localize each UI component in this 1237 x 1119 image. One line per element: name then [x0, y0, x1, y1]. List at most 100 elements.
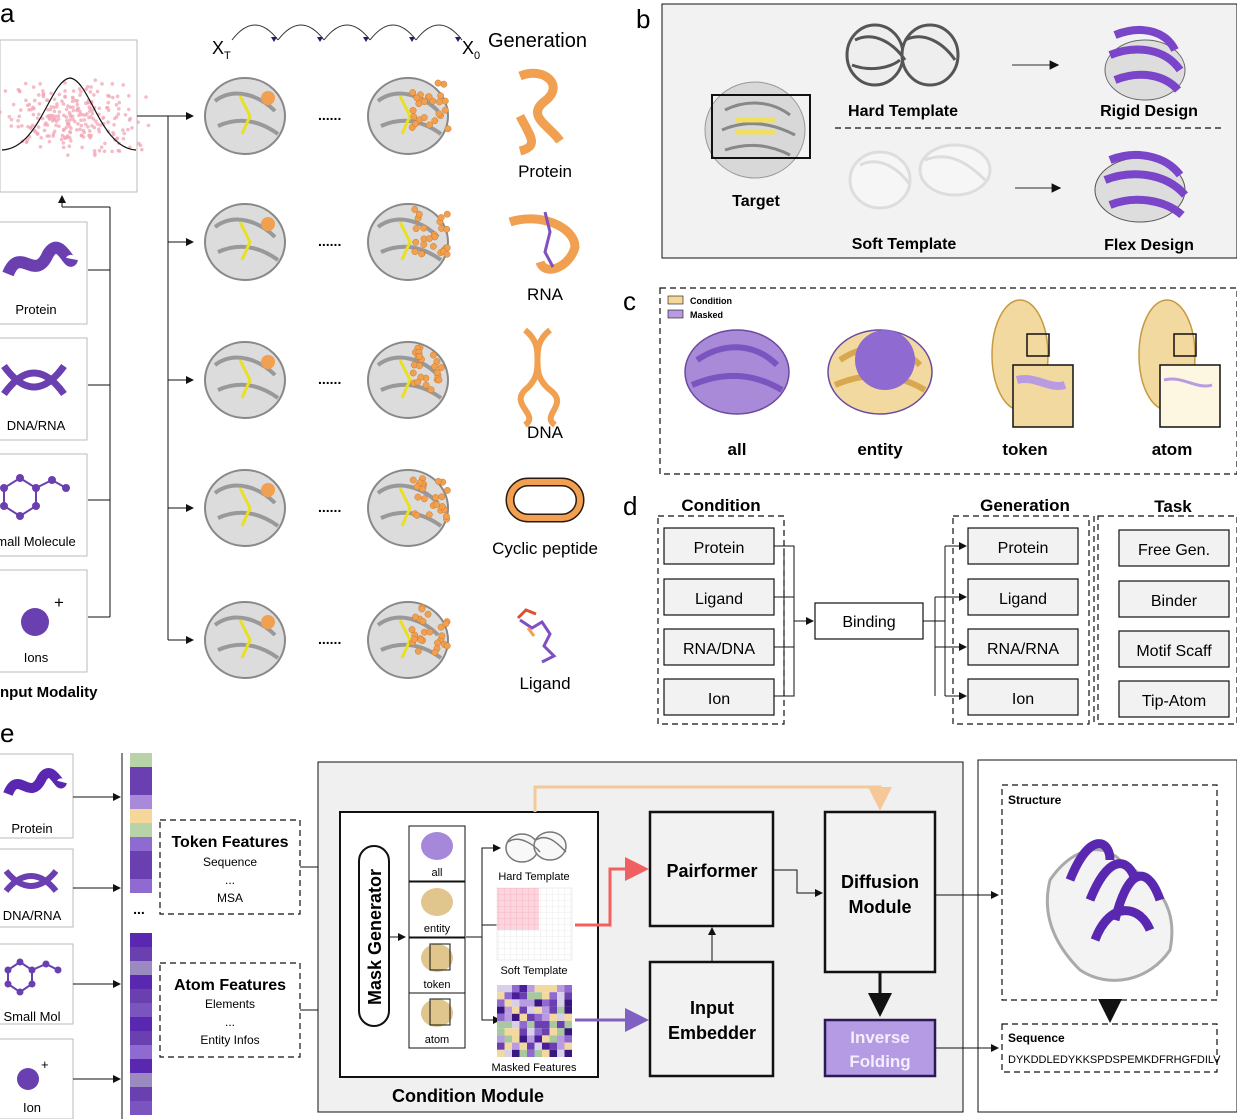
trajectory-end-structure — [367, 601, 451, 679]
generation-title: Generation — [488, 30, 587, 52]
task-group — [1097, 515, 1237, 725]
inverse-folding-label-2: Folding — [849, 1052, 910, 1071]
atom-features-title: Atom Features — [174, 977, 286, 994]
mask-example-atom: atom — [1138, 299, 1221, 459]
generation-output-label: Protein — [518, 162, 572, 181]
atom-feature-0: Elements — [205, 997, 255, 1011]
legend-condition-swatch — [667, 295, 684, 305]
trajectory-dots: ...... — [318, 499, 341, 515]
condition-title: Condition — [681, 496, 760, 515]
xt-label: XT — [212, 38, 231, 62]
soft-template-structure — [848, 143, 992, 210]
modality-label: Ions — [24, 650, 49, 665]
sequence-text: DYKDDLEDYKKSPDSPEMKDFRHGFDILV — [1008, 1054, 1221, 1066]
modality-box-3: +Ions — [0, 569, 88, 673]
mask-label: atom — [1152, 440, 1193, 459]
generation-box — [967, 628, 1079, 666]
trajectory-start-structure — [204, 469, 286, 547]
mask-example-all: all — [684, 329, 790, 459]
hard-template-route — [533, 785, 892, 812]
trajectory-dots: ...... — [318, 371, 341, 387]
diffusion-label-2: Module — [849, 897, 912, 917]
ion-plus: + — [41, 1057, 49, 1072]
trajectory-start-structure — [204, 341, 286, 419]
trajectory-end-structure — [367, 203, 451, 281]
target-label: Target — [732, 193, 780, 210]
mask-generator-pill — [358, 845, 390, 1027]
trajectory-end-structure — [367, 77, 452, 155]
token-feature-0: Sequence — [203, 855, 257, 869]
legend-condition-label: Condition — [690, 296, 732, 306]
soft-template-highlight — [497, 888, 539, 930]
masked-features-grid — [497, 985, 572, 1057]
token-features-title: Token Features — [171, 834, 288, 851]
soft-template-label: Soft Template — [852, 236, 957, 253]
diffusion-module-box — [823, 810, 937, 974]
inverse-folding-label-1: Inverse — [850, 1028, 910, 1047]
token-bar-ellipsis: ... — [133, 901, 145, 917]
masked-features-label: Masked Features — [492, 1062, 577, 1074]
modality-label: mall Molecule — [0, 534, 76, 549]
condition-box-label: Protein — [694, 540, 745, 557]
modality-box-2: mall Molecule — [0, 453, 88, 557]
generation-group — [952, 515, 1090, 725]
mask-option-label: all — [431, 867, 442, 879]
mask-label: token — [1002, 440, 1047, 459]
atom-feature-2: Entity Infos — [200, 1033, 259, 1047]
binding-box — [814, 602, 924, 640]
token-features-box — [159, 819, 301, 915]
mask-option-entity: entity — [408, 881, 466, 938]
mask-example-token: token — [991, 299, 1074, 459]
generation-box-label: Ligand — [999, 591, 1047, 608]
mask-option-token: token — [408, 937, 466, 994]
atom-features-box — [159, 962, 301, 1058]
task-box-label: Tip-Atom — [1142, 693, 1206, 710]
generation-box-label: Ion — [1012, 691, 1034, 708]
condition-box — [663, 678, 775, 716]
panel-d-connectors — [774, 542, 967, 700]
mask-example-entity: entity — [827, 329, 933, 459]
e-modality-box-1: DNA/RNA — [0, 848, 121, 928]
e-modality-box-0: Protein — [0, 753, 121, 839]
mask-label: entity — [857, 440, 903, 459]
gaussian-curve — [1, 77, 137, 151]
binding-label: Binding — [842, 614, 895, 631]
diffusion-arcs — [231, 24, 463, 41]
pairformer-box — [648, 810, 775, 928]
condition-box-label: Ligand — [695, 591, 743, 608]
e-modality-label: DNA/RNA — [3, 908, 62, 923]
trajectory-end-structure — [367, 469, 451, 547]
panel-d-letter: d — [623, 491, 637, 521]
pairformer-label: Pairformer — [666, 861, 757, 881]
generation-output-label: RNA — [527, 285, 564, 304]
task-box-label: Binder — [1151, 593, 1198, 610]
legend-masked-swatch — [667, 309, 684, 319]
trajectory-dots: ...... — [318, 233, 341, 249]
soft-template-mini-label: Soft Template — [500, 965, 567, 977]
trajectory-start-structure — [204, 203, 286, 281]
flex-design-label: Flex Design — [1104, 237, 1194, 254]
condition-box-label: Ion — [708, 691, 730, 708]
generation-box-label: Protein — [998, 540, 1049, 557]
modality-box-0: Protein — [0, 221, 88, 325]
condition-module-label: Condition Module — [392, 1086, 544, 1106]
modality-label: DNA/RNA — [7, 418, 66, 433]
e-modality-box-2: Small Mol — [0, 943, 121, 1025]
generation-box — [967, 578, 1079, 616]
condition-box — [663, 578, 775, 616]
token-feature-1: ... — [225, 873, 235, 887]
e-modality-box-3: +Ion — [0, 1038, 121, 1119]
mask-option-atom: atom — [408, 992, 466, 1049]
trajectory-dots: ...... — [318, 107, 341, 123]
token-feature-bar — [121, 753, 152, 1119]
generated-protein — [515, 68, 564, 156]
token-feature-2: MSA — [217, 891, 243, 905]
task-box — [1118, 580, 1230, 618]
mask-option-label: atom — [425, 1034, 449, 1046]
trajectory-start-structure — [204, 601, 286, 679]
flex-design-structure — [1094, 151, 1189, 223]
